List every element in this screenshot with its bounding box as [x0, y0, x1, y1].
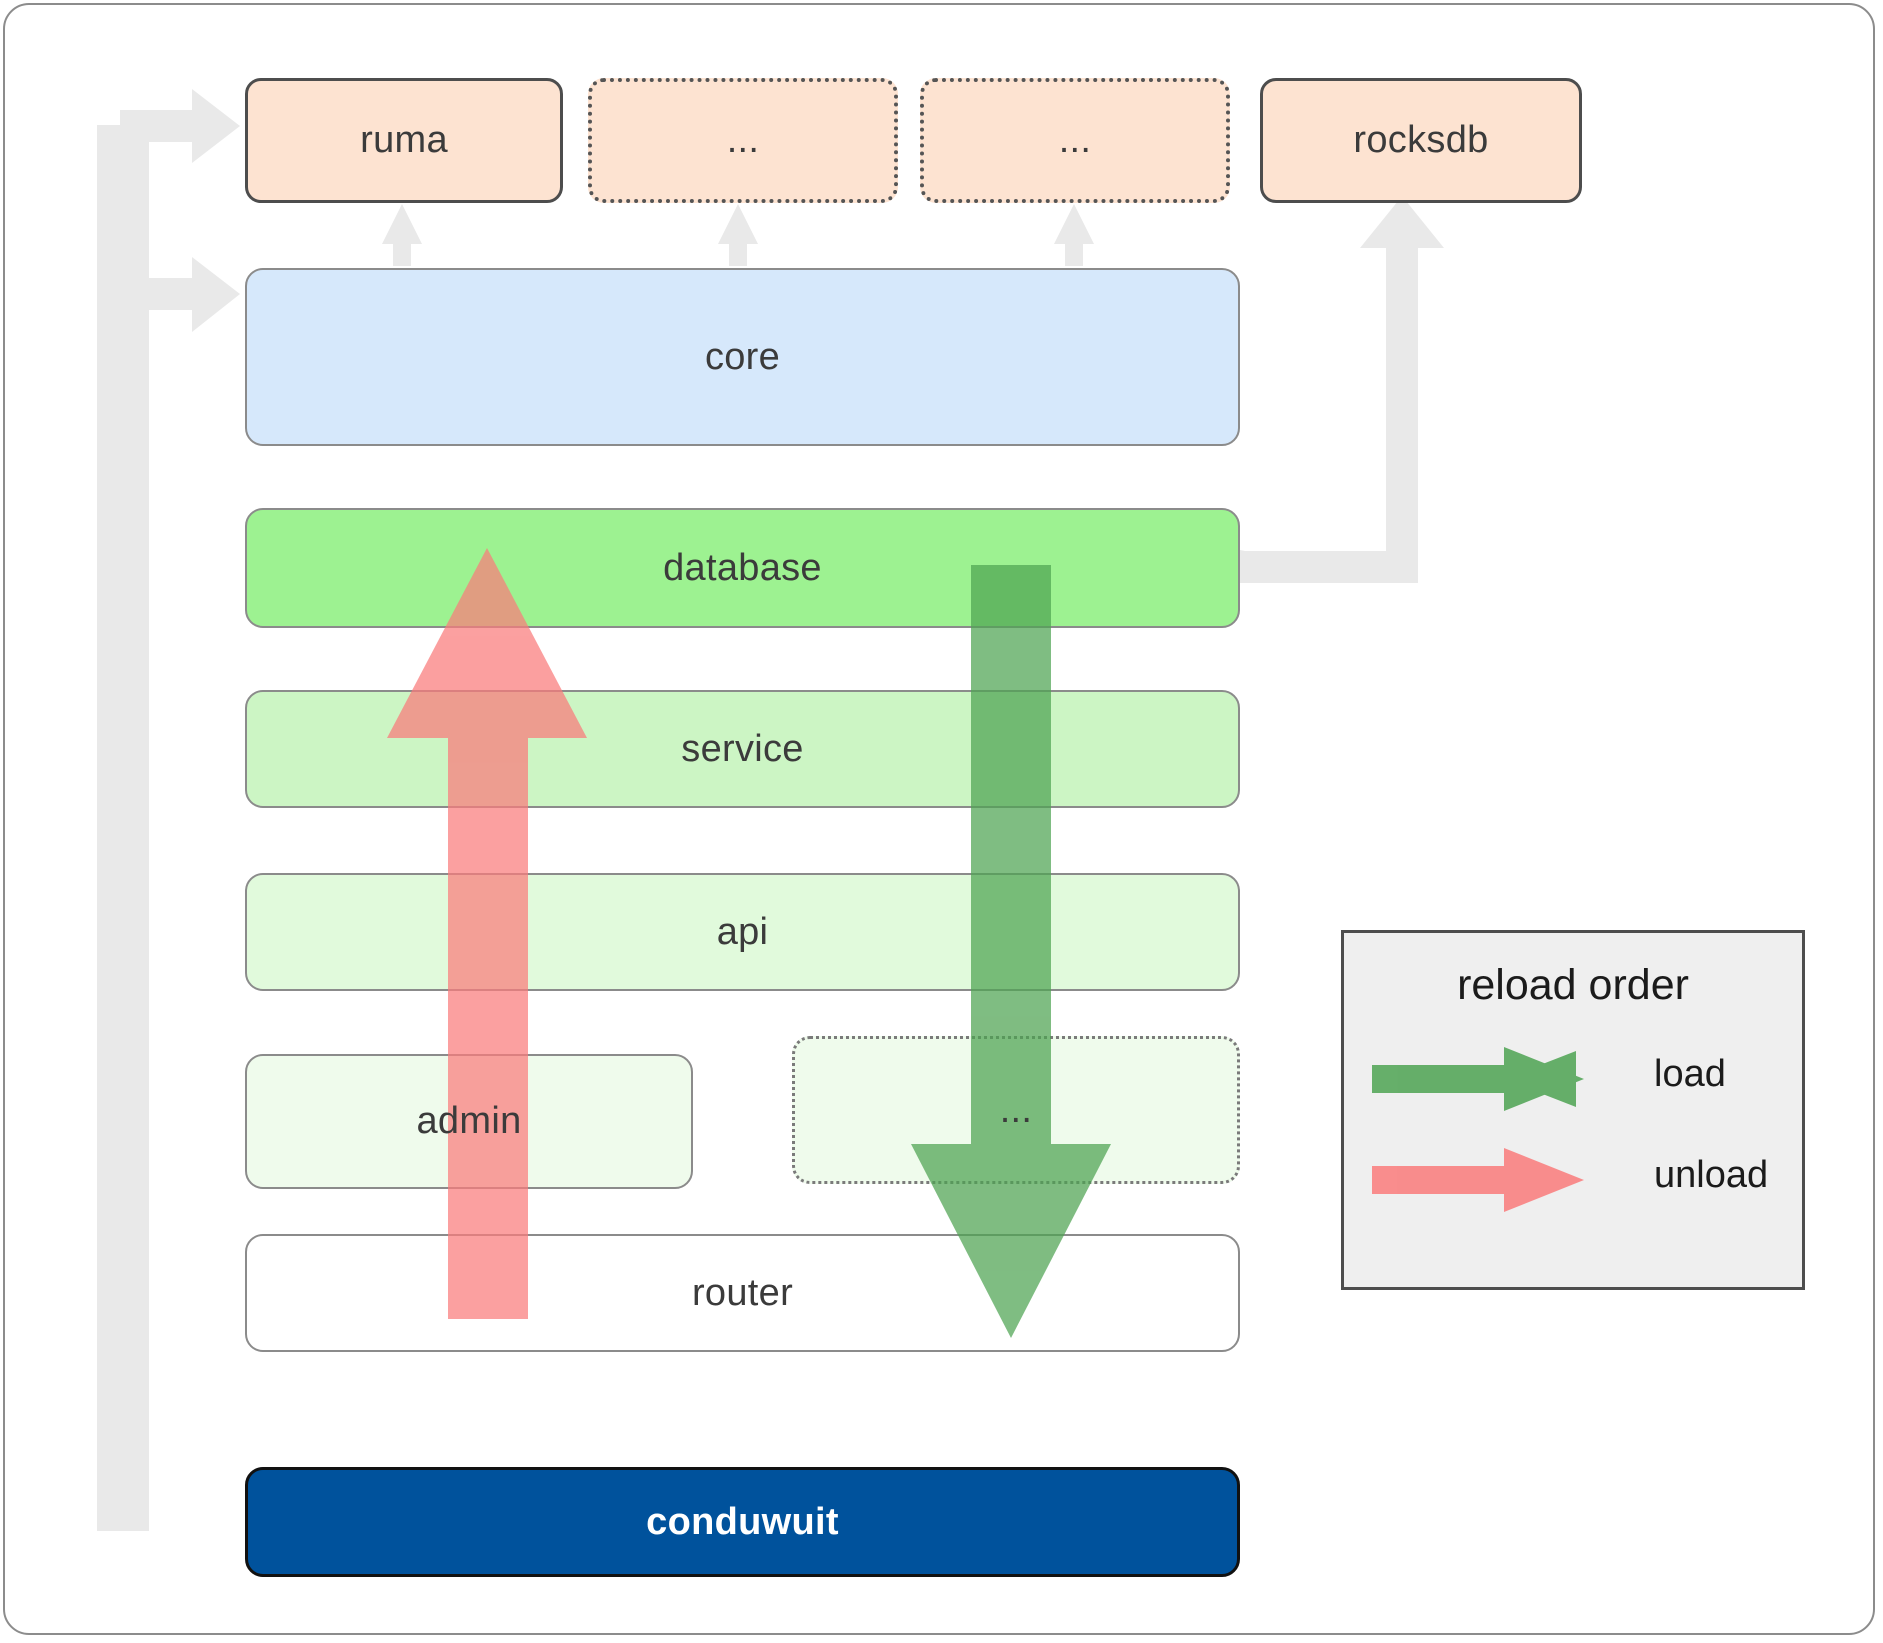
binary-label-conduwuit: conduwuit — [646, 1500, 839, 1543]
layer-box-api[interactable]: api — [245, 873, 1240, 991]
legend-load-arrow-icon — [1372, 1047, 1584, 1111]
dependency-label-etc-1: ... — [726, 119, 760, 161]
layer-label-etc: ... — [999, 1088, 1033, 1131]
legend-label-load: load — [1654, 1053, 1726, 1095]
layer-label-admin: admin — [416, 1100, 522, 1142]
dependency-label-ruma: ruma — [360, 119, 448, 161]
layer-label-service: service — [681, 727, 804, 770]
layer-label-core: core — [704, 335, 781, 378]
layer-box-admin[interactable]: admin — [245, 1054, 693, 1189]
dependency-box-ruma[interactable]: ruma — [245, 78, 563, 203]
layer-box-router[interactable]: router — [245, 1234, 1240, 1352]
layer-label-api: api — [716, 910, 769, 953]
legend-panel: reload order load unload — [1341, 930, 1805, 1290]
layer-box-core[interactable]: core — [245, 268, 1240, 446]
dependency-label-rocksdb: rocksdb — [1353, 119, 1489, 161]
legend-arrows — [1372, 1047, 1584, 1212]
diagram-frame — [3, 3, 1875, 1635]
layer-label-router: router — [691, 1271, 794, 1314]
legend-unload-arrow-icon — [1372, 1148, 1584, 1212]
binary-box-conduwuit[interactable]: conduwuit — [245, 1467, 1240, 1577]
legend-label-unload: unload — [1654, 1154, 1769, 1196]
dependency-box-etc-2[interactable]: ... — [920, 78, 1230, 203]
layer-box-etc[interactable]: ... — [792, 1036, 1240, 1184]
dependency-box-etc-1[interactable]: ... — [588, 78, 898, 203]
layer-box-database[interactable]: database — [245, 508, 1240, 628]
dependency-label-etc-2: ... — [1058, 119, 1092, 161]
dependency-box-rocksdb[interactable]: rocksdb — [1260, 78, 1582, 203]
legend-title: reload order — [1457, 961, 1689, 1009]
layer-label-database: database — [663, 546, 822, 589]
layer-box-service[interactable]: service — [245, 690, 1240, 808]
